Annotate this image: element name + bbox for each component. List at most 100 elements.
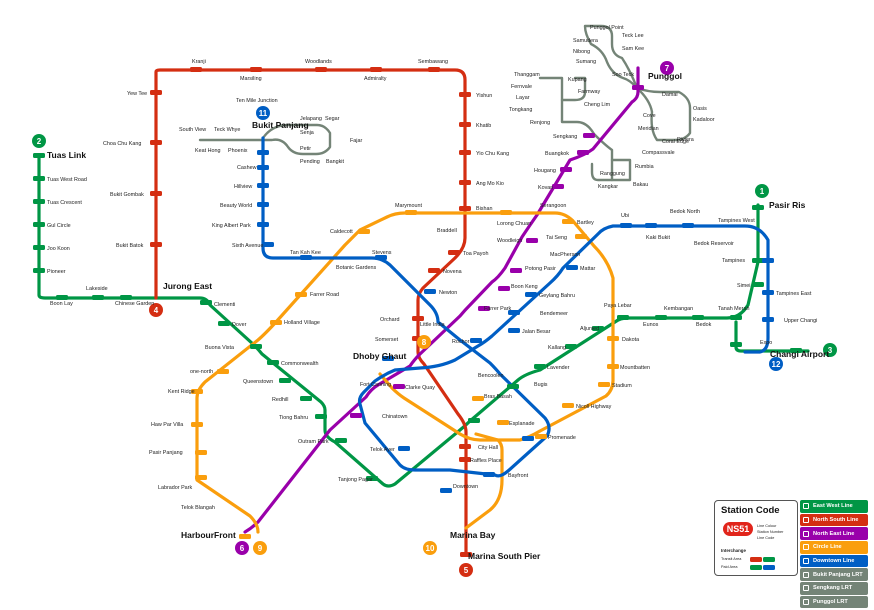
station-label: Buangkok bbox=[545, 151, 569, 157]
station-label: Ranggung bbox=[600, 171, 625, 177]
station-label: Bugis bbox=[534, 382, 548, 388]
station-label: Pioneer bbox=[47, 269, 66, 275]
station-label: Chinatown bbox=[382, 414, 407, 420]
station-label: Tampines West bbox=[718, 218, 755, 224]
station-label: Rochor bbox=[452, 339, 470, 345]
line-number-badge bbox=[769, 357, 783, 371]
north-south-line bbox=[154, 68, 468, 557]
line-key-label: Downtown Line bbox=[813, 558, 855, 564]
changi-airport-branch bbox=[734, 320, 810, 353]
station-label: Queenstown bbox=[243, 379, 273, 385]
line-number-text: 1 bbox=[760, 187, 765, 196]
station-label: Hougang bbox=[534, 168, 556, 174]
terminal-changi-airport: Changi Airport bbox=[770, 349, 829, 359]
station-label: Holland Village bbox=[284, 320, 320, 326]
station-label: Somerset bbox=[375, 337, 399, 343]
station-label: Boon Lay bbox=[50, 301, 73, 307]
station-label: Petir bbox=[300, 146, 311, 152]
station-label: Bukit Gombak bbox=[110, 192, 144, 198]
station-label: Bedok bbox=[696, 322, 712, 328]
station-label: Compassvale bbox=[642, 150, 675, 156]
station-label: Woodleigh bbox=[497, 238, 522, 244]
line-number-badge bbox=[149, 303, 163, 317]
station-label: Stadium bbox=[612, 383, 632, 389]
station-label: Bencoolen bbox=[478, 373, 503, 379]
line-number-text: 4 bbox=[154, 306, 159, 315]
station-label: Farrer Road bbox=[310, 292, 339, 298]
station-label: Keat Hong bbox=[195, 148, 220, 154]
station-label: Chinese Garden bbox=[115, 301, 154, 307]
station-label: one-north bbox=[190, 369, 213, 375]
station-label: Cheng Lim bbox=[584, 102, 611, 108]
station-label: Layar bbox=[516, 95, 530, 101]
train-icon bbox=[803, 530, 809, 537]
terminal-marina-south-pier: Marina South Pier bbox=[468, 551, 541, 561]
station-label: Kadaloor bbox=[693, 117, 715, 123]
station-label: Outram Park bbox=[298, 439, 329, 445]
terminal-bukit-panjang: Bukit Panjang bbox=[252, 120, 309, 130]
line-number-text: 9 bbox=[258, 544, 263, 553]
station-label: Novena bbox=[443, 269, 462, 275]
line-number-text: 3 bbox=[828, 346, 833, 355]
station-label: Telok Ayer bbox=[370, 447, 395, 453]
station-label: South View bbox=[179, 127, 206, 133]
station-label: Newton bbox=[439, 290, 457, 296]
station-label: Pasir Panjang bbox=[149, 450, 183, 456]
station-label: Phoenix bbox=[228, 148, 248, 154]
legend-interchange: Interchange bbox=[721, 548, 746, 553]
station-label: Marsiling bbox=[240, 76, 262, 82]
station-label: Joo Koon bbox=[47, 246, 70, 252]
station-label: Tuas West Road bbox=[47, 177, 87, 183]
train-icon bbox=[803, 516, 809, 523]
station-label: Kranji bbox=[192, 59, 206, 65]
line-key-item: Sengkang LRT bbox=[800, 582, 868, 595]
station-label: Eunos bbox=[643, 322, 659, 328]
station-label: Sixth Avenue bbox=[232, 243, 263, 249]
circle-line-extension bbox=[464, 432, 504, 530]
station-label: Toa Payoh bbox=[463, 251, 488, 257]
station-label: Sengkang bbox=[553, 134, 577, 140]
station-label: Tiong Bahru bbox=[279, 415, 308, 421]
station-label: Yew Tee bbox=[127, 91, 147, 97]
station-markers bbox=[33, 153, 802, 481]
station-label: Clementi bbox=[214, 302, 235, 308]
legend-title: Station Code bbox=[721, 505, 780, 516]
line-key-label: Bukit Panjang LRT bbox=[813, 571, 863, 578]
station-label: Upper Changi bbox=[784, 318, 817, 324]
line-key-item: Bukit Panjang LRT bbox=[800, 568, 868, 581]
station-label: Tai Seng bbox=[546, 235, 567, 241]
station-label: Choa Chu Kang bbox=[103, 141, 141, 147]
station-label: Lavender bbox=[547, 365, 570, 371]
line-number-badge bbox=[423, 541, 437, 555]
station-label: Bangkit bbox=[326, 159, 344, 165]
station-label: Geylang Bahru bbox=[539, 293, 575, 299]
station-label: Farrer Park bbox=[484, 306, 512, 312]
station-label: Mattar bbox=[580, 266, 595, 272]
station-label: Coral Edge bbox=[662, 139, 689, 145]
station-label: Kovan bbox=[538, 185, 553, 191]
station-label: Beauty World bbox=[220, 203, 252, 209]
line-number-badge bbox=[32, 134, 46, 148]
station-label: Renjong bbox=[530, 120, 550, 126]
ne-markers bbox=[350, 85, 644, 418]
line-number-text: 2 bbox=[37, 137, 42, 146]
train-icon bbox=[803, 599, 809, 606]
station-label: Expo bbox=[760, 340, 772, 346]
station-label: Senja bbox=[300, 130, 314, 136]
station-label: Telok Blangah bbox=[181, 505, 215, 511]
station-label: Kembangan bbox=[664, 306, 693, 312]
station-label: Caldecott bbox=[330, 229, 353, 235]
station-label: Paya Lebar bbox=[604, 303, 632, 309]
station-label: Bakau bbox=[633, 182, 648, 188]
line-number-badge bbox=[459, 563, 473, 577]
station-label: Bukit Batok bbox=[116, 243, 144, 249]
station-label: Bedok Reservoir bbox=[694, 241, 734, 247]
station-label: Marymount bbox=[395, 203, 422, 209]
station-label: Fort Canning bbox=[360, 382, 391, 388]
terminal-marina-bay: Marina Bay bbox=[450, 530, 496, 540]
station-label: Tan Kah Kee bbox=[290, 250, 321, 256]
station-label: Tampines bbox=[722, 258, 745, 264]
station-label: Haw Par Villa bbox=[151, 422, 183, 428]
cc-markers bbox=[191, 210, 619, 539]
